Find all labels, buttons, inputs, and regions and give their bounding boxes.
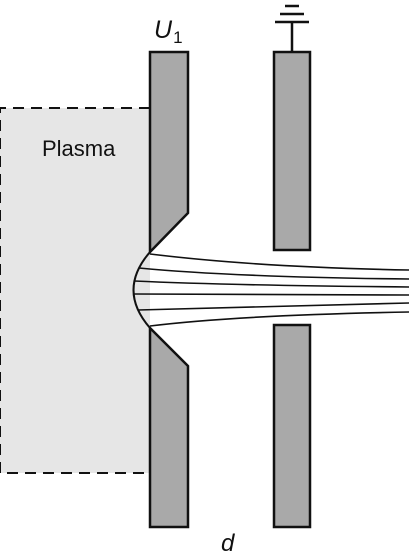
plasma-meniscus-boundary (132, 251, 151, 329)
voltage-symbol: U (154, 16, 173, 44)
beam-trajectory (149, 311, 409, 327)
plasma-region (0, 107, 150, 474)
extraction-electrode-upper (148, 50, 190, 256)
extraction-electrode-lower (148, 324, 190, 529)
beam-trajectory (137, 302, 409, 311)
beam-trajectory (138, 267, 409, 280)
beam-trajectory (133, 293, 409, 296)
ground-electrode-lower (272, 323, 312, 529)
plasma-label: Plasma (42, 136, 116, 161)
voltage-label: U1 (154, 16, 183, 48)
beam-trajectory (149, 253, 409, 271)
beam-trajectory (133, 280, 409, 288)
ion-beam (133, 253, 409, 327)
ground-electrode-upper (272, 50, 312, 252)
voltage-subscript: 1 (173, 28, 183, 47)
distance-label: d (221, 530, 235, 557)
ground-symbol-icon (275, 4, 309, 52)
